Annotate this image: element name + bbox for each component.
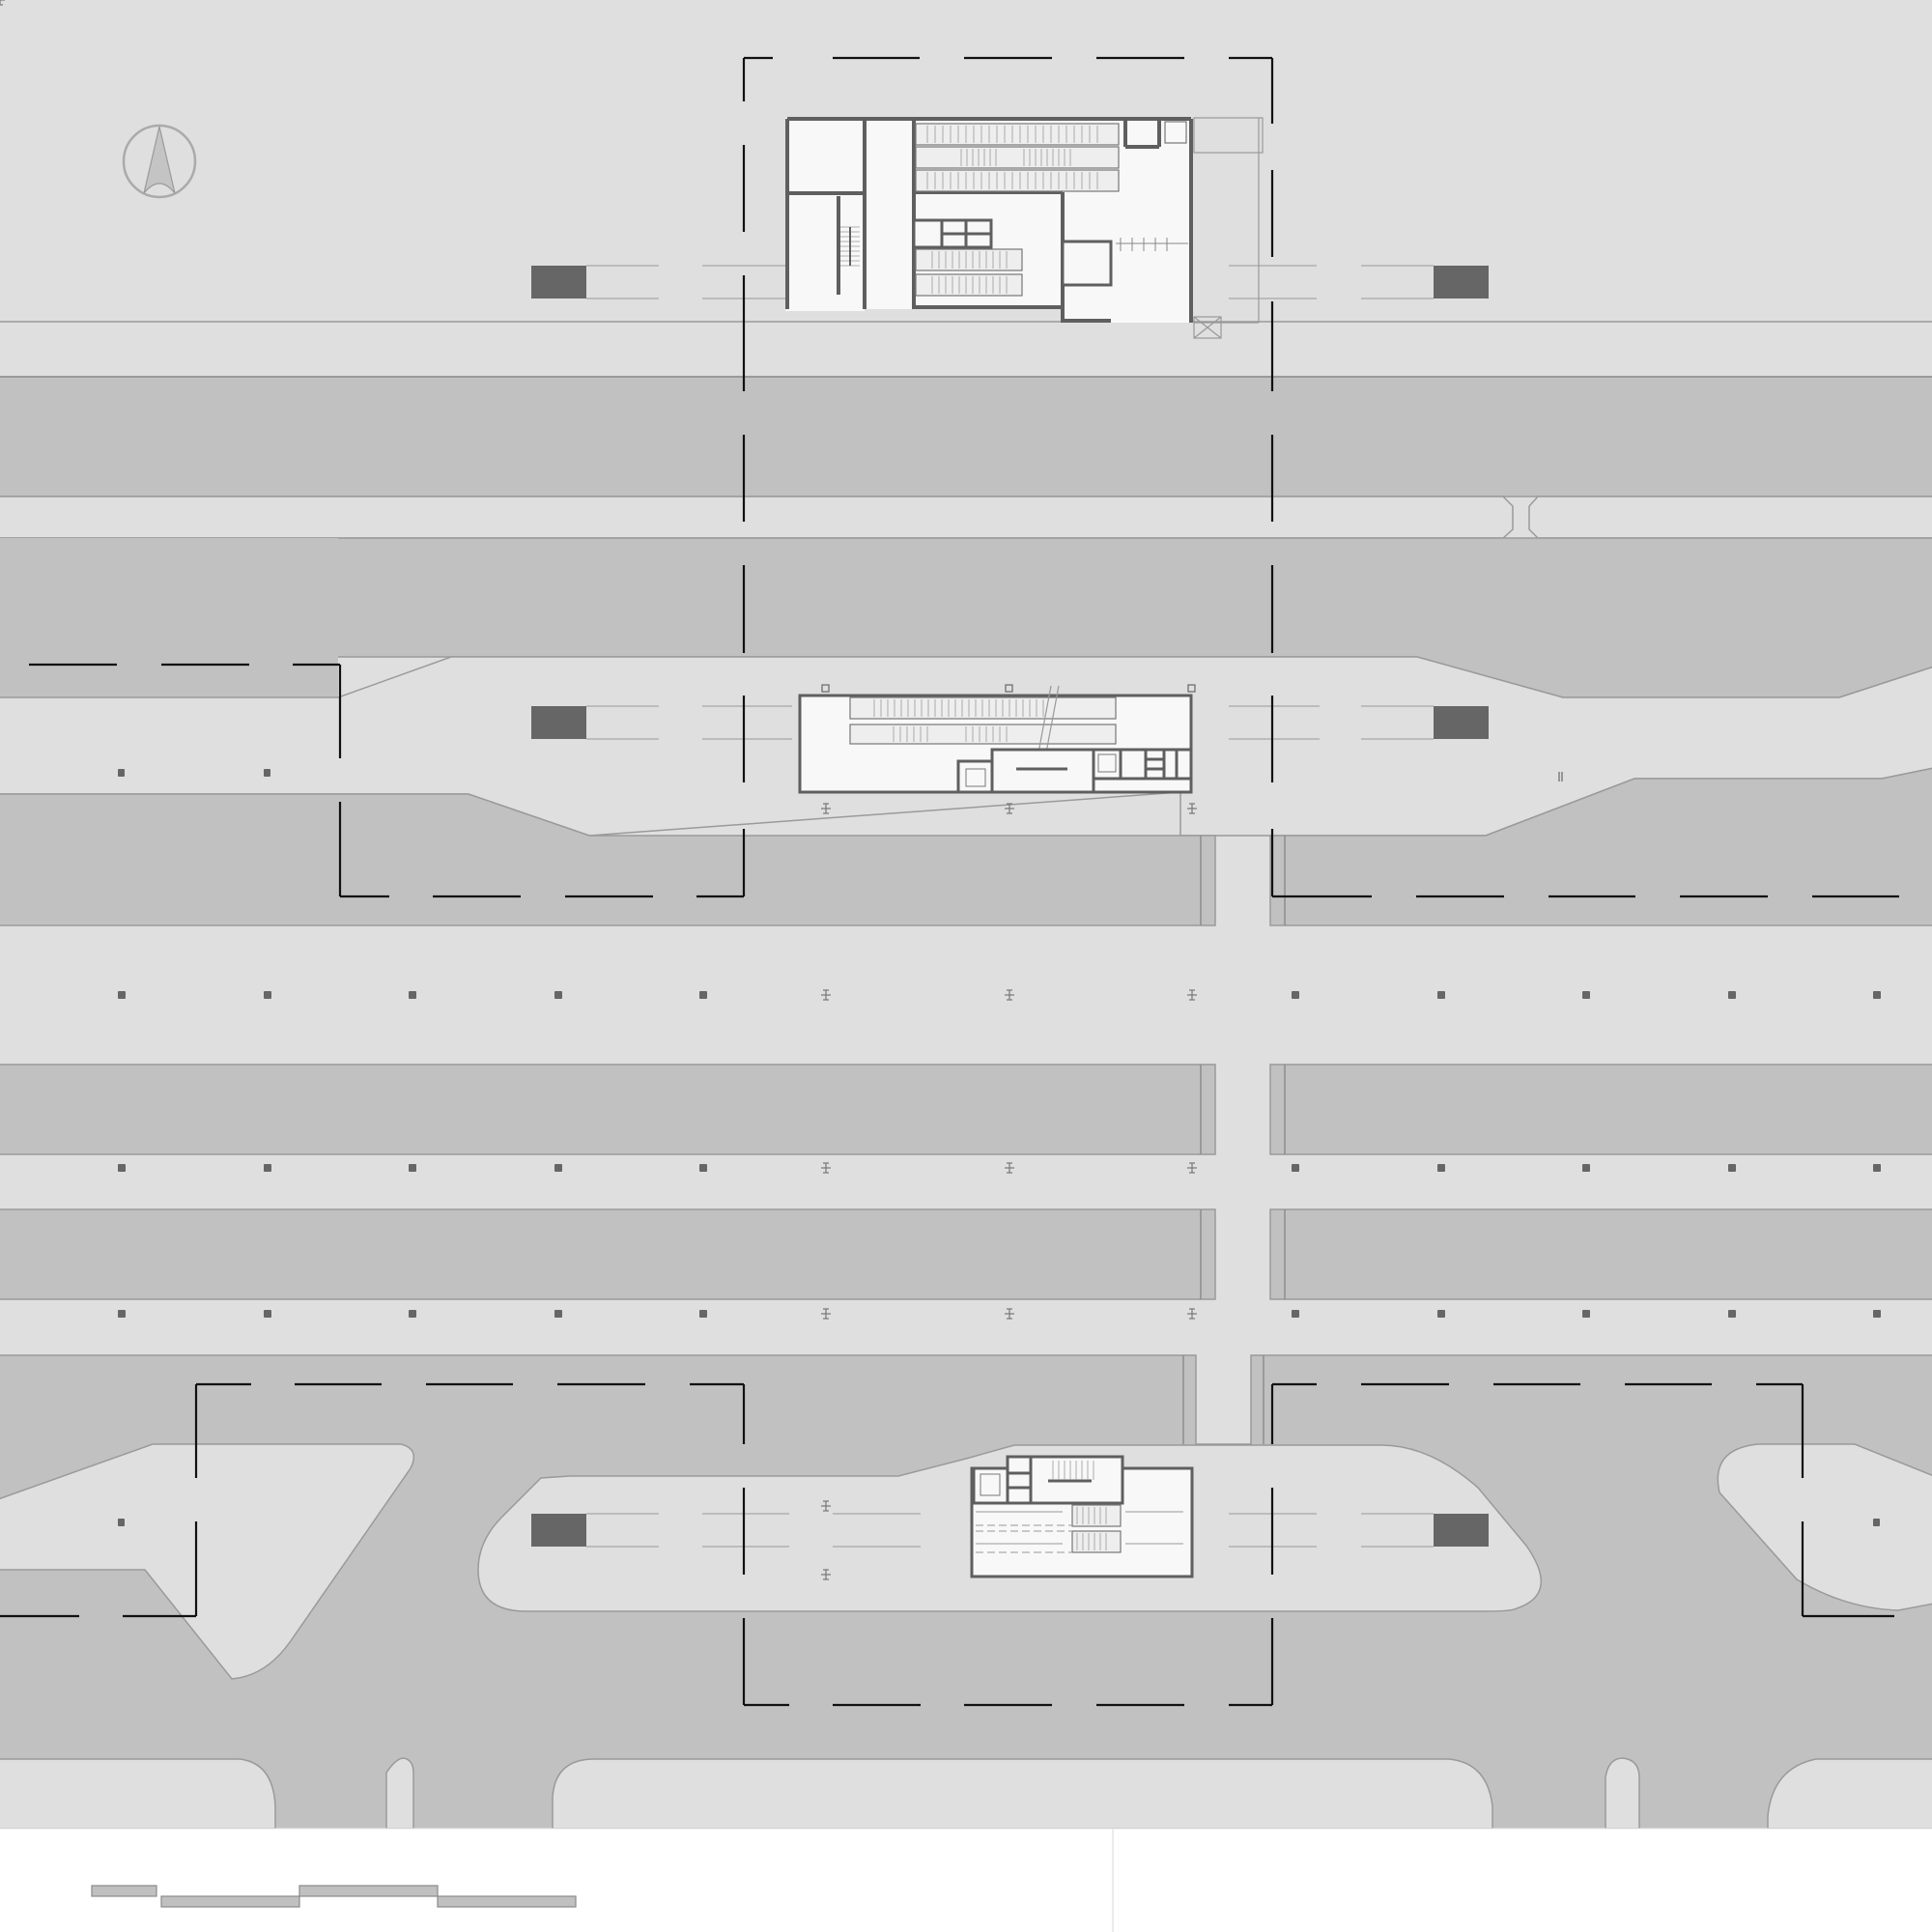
bottom-curb-3 <box>552 1758 1493 1830</box>
column-row-3 <box>118 1310 1881 1318</box>
scale-bar <box>91 1885 577 1908</box>
north-entrance-building <box>785 117 1264 339</box>
bus-shelters <box>531 265 1489 1548</box>
shelter-north-right <box>1229 265 1489 299</box>
bottom-curb-4 <box>1605 1757 1640 1830</box>
escalator-icon <box>915 123 1120 297</box>
survey-cross-markers <box>0 0 1198 1580</box>
columns <box>118 769 1881 1526</box>
shelter-south-right <box>1229 1513 1489 1548</box>
shelter-median-right <box>1229 705 1489 740</box>
bottom-curb-1 <box>0 1758 276 1830</box>
median-entrance-building <box>798 685 1193 794</box>
road-median-lower-left <box>0 793 1216 926</box>
shelter-median-left <box>531 705 792 740</box>
road-inner-lane-1-left <box>0 1064 1216 1155</box>
boundary-dashes <box>0 56 1899 1707</box>
column-row-1 <box>118 991 1881 999</box>
bottom-curb-2 <box>385 1757 414 1830</box>
median-island-north-right <box>1528 496 1932 539</box>
bottom-curb-5 <box>1767 1758 1932 1830</box>
road-upper-bus-lanes-left <box>0 538 338 697</box>
small-post-markers <box>821 684 1563 781</box>
road-north-lanes <box>0 376 1932 497</box>
road-inner-lane-2-right <box>1269 1208 1932 1300</box>
road-inner-lane-1-right <box>1269 1064 1932 1155</box>
footer-panel <box>0 1829 1932 1932</box>
road-inner-lane-2-left <box>0 1208 1216 1300</box>
column-row-2 <box>118 1164 1881 1172</box>
median-island-north <box>0 496 1514 539</box>
lane-edge-lines <box>1182 836 1286 1444</box>
bottom-sidewalk <box>0 1757 1932 1830</box>
south-entrance-building <box>970 1455 1194 1578</box>
island-south-left <box>0 1443 415 1680</box>
shelter-north-left <box>531 265 785 299</box>
island-south-right <box>1717 1443 1932 1611</box>
road-median-lower-right <box>1269 767 1932 926</box>
north-arrow-icon <box>122 124 197 199</box>
roadways <box>0 376 1932 698</box>
shelter-south-left <box>531 1513 921 1548</box>
